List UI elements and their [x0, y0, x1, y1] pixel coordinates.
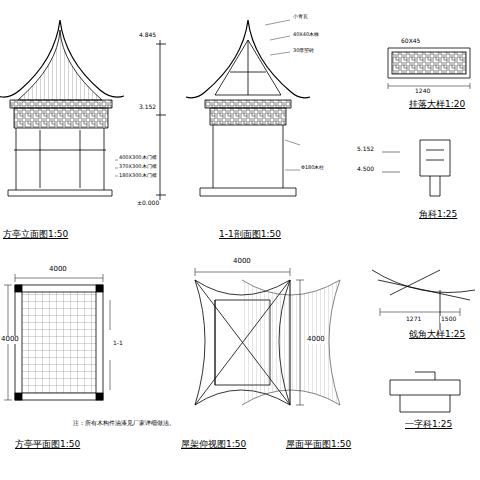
view-title: 角科1:25 — [418, 210, 458, 220]
view-title: 屋面平面图1:50 — [285, 440, 352, 450]
elevation-mark: 4.845 — [138, 32, 157, 39]
view-title: 一字科1:25 — [404, 420, 453, 430]
dimension: 4000 — [306, 336, 326, 344]
view-title: 挂落大样1:20 — [408, 100, 466, 110]
dimension: 1240 — [414, 88, 431, 95]
dimension: 1500 — [440, 316, 457, 323]
view-title: 方亭立面图1:50 — [2, 230, 69, 240]
view-title: 方亭平面图1:50 — [14, 440, 81, 450]
callout: 小青瓦 — [292, 14, 309, 20]
dimension: 60X45 — [400, 38, 421, 45]
elevation-mark: 3.152 — [138, 104, 157, 111]
callout: 30厚望砖 — [292, 48, 315, 54]
callout: Φ180木柱 — [300, 165, 325, 171]
callout: 180X300木门槛 — [118, 173, 158, 179]
dimension: 4000 — [48, 266, 68, 274]
elevation-mark: 4.500 — [356, 166, 375, 173]
view-title: 戗角大样1:25 — [408, 330, 466, 340]
callout: 40X40木椽 — [292, 32, 320, 38]
view-title: 1-1剖面图1:50 — [218, 230, 282, 240]
dimension: 4000 — [0, 336, 20, 344]
dimension: 1271 — [405, 316, 422, 323]
callout: 370X300木门槛 — [118, 164, 158, 170]
dimension: 4000 — [232, 258, 252, 266]
elevation-mark: ±0.000 — [136, 200, 160, 207]
elevation-mark: 5.152 — [356, 146, 375, 153]
view-title: 屋架仰视图1:50 — [180, 440, 247, 450]
note: 注：所有木构件油漆见厂家详细做法。 — [72, 420, 176, 427]
section-mark: 1-1 — [112, 340, 124, 347]
callout: 400X300木门槛 — [118, 155, 158, 161]
